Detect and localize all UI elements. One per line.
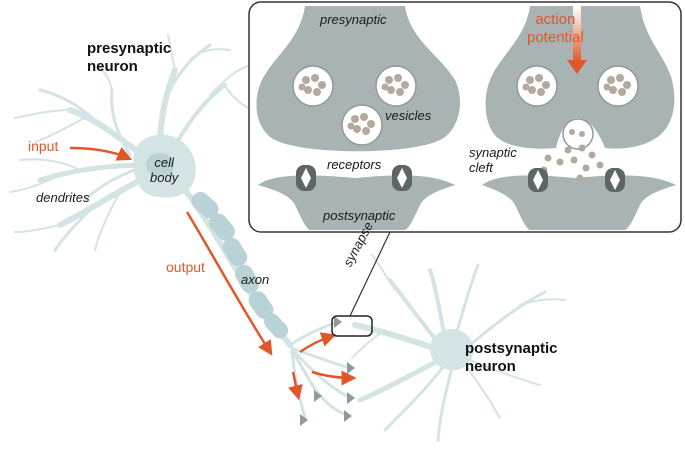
nucleus (146, 153, 174, 177)
output-label: output (166, 259, 205, 275)
inset-receptors-label: receptors (327, 157, 382, 172)
axon-label: axon (241, 272, 270, 287)
cell-body-label: cell body (150, 155, 179, 185)
receptor-right-1 (528, 168, 548, 192)
inset-left-presynaptic-terminal (256, 6, 460, 152)
inset-postsynaptic-label: postsynaptic (323, 208, 396, 223)
inset-right-presynaptic-terminal (485, 6, 675, 149)
postsynaptic-neuron-label: postsynaptic neuron (465, 340, 558, 376)
postsynaptic-cell-body (430, 328, 474, 371)
terminal-arrow-2 (311, 370, 357, 386)
axon-terminal-knobs (300, 316, 355, 426)
vesicle-contents (298, 74, 631, 137)
input-arrow (69, 146, 133, 161)
output-arrow (185, 211, 273, 356)
terminal-arrow-1 (299, 332, 337, 354)
inset-presynaptic-label: presynaptic (320, 12, 387, 27)
input-label: input (28, 138, 59, 154)
presynaptic-neuron-label: presynaptic neuron (87, 40, 171, 76)
inset-synaptic-cleft-label: synaptic cleft (469, 145, 517, 175)
receptors (296, 165, 625, 192)
action-potential-arrow (567, 6, 587, 74)
presynaptic-neuron-line1: presynaptic neuron (87, 40, 172, 75)
receptor-left-2 (392, 165, 412, 191)
action-potential-label: action potential (527, 11, 584, 46)
inset-vesicles-label: vesicles (385, 108, 432, 123)
dendrites-label: dendrites (36, 190, 90, 205)
receptor-left-1 (296, 165, 316, 191)
synapse-highlight-box (331, 315, 373, 337)
terminal-arrow-3 (288, 371, 303, 401)
synapse-leader-line (349, 231, 391, 317)
postsynaptic-neuron-line1: postsynaptic neuron (465, 340, 558, 375)
receptor-right-2 (605, 168, 625, 192)
vesicles (292, 65, 639, 150)
signal-arrows (69, 146, 357, 401)
axon-myelin-segments (191, 191, 289, 339)
